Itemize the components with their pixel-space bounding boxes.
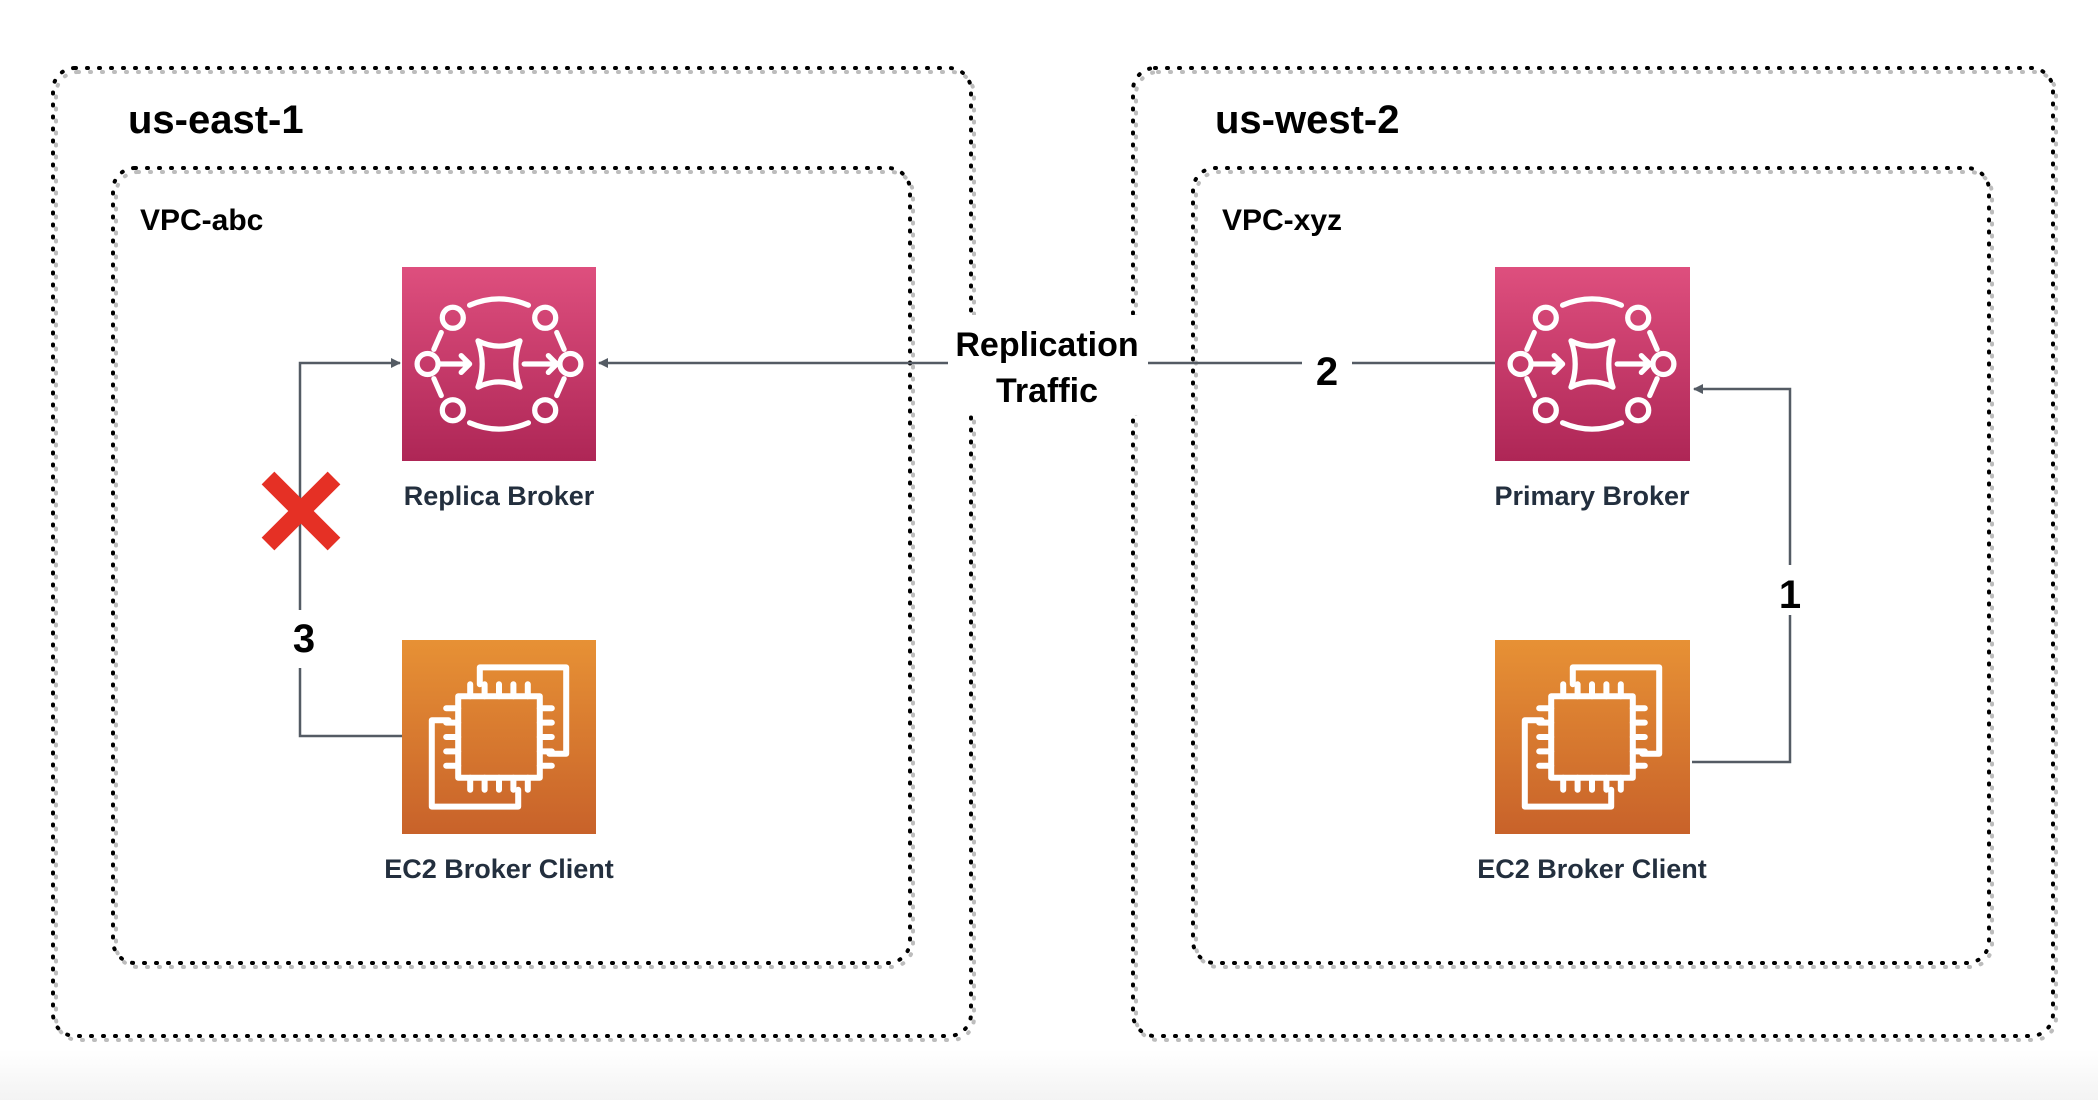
region-us-west-2: us-west-2 xyxy=(1131,66,2058,1042)
region-box-shadow xyxy=(1134,70,2058,1042)
replication-label-line1: Replication xyxy=(955,326,1138,364)
edge-arrow xyxy=(298,358,401,610)
node-replica-broker[interactable]: Replica Broker xyxy=(402,267,596,511)
replication-label-line2: Traffic xyxy=(996,372,1098,410)
vpc-label: VPC-xyz xyxy=(1222,204,1342,237)
vpc-box-shadow xyxy=(114,170,915,969)
region-label: us-west-2 xyxy=(1215,98,1400,142)
region-box xyxy=(1131,66,2055,1038)
vpc-abc: VPC-abc xyxy=(111,166,915,969)
amazon-mq-icon xyxy=(1495,267,1690,461)
node-ec2-client-west[interactable]: EC2 Broker Client xyxy=(1477,640,1707,884)
node-label: EC2 Broker Client xyxy=(1477,854,1707,884)
edge-replication: Replication Traffic 2 xyxy=(598,326,1495,410)
blocked-x-icon xyxy=(261,471,341,551)
node-primary-broker[interactable]: Primary Broker xyxy=(1494,267,1690,511)
vpc-label: VPC-abc xyxy=(140,204,263,237)
replication-label-mask xyxy=(945,315,1150,415)
region-label: us-east-1 xyxy=(128,98,304,142)
amazon-mq-icon xyxy=(402,267,596,461)
region-box-shadow xyxy=(54,70,976,1042)
edge-arrow xyxy=(1693,384,1792,565)
region-us-east-1: us-east-1 xyxy=(51,66,976,1042)
region-box xyxy=(51,66,973,1038)
edge-client-west-to-primary: 1 xyxy=(1692,384,1801,764)
step-number-3: 3 xyxy=(293,617,315,661)
edge-segment xyxy=(298,668,402,738)
step-number-1: 1 xyxy=(1779,573,1801,617)
vpc-box xyxy=(111,166,912,965)
vpc-xyz: VPC-xyz xyxy=(1191,166,1994,969)
node-label: Primary Broker xyxy=(1494,481,1690,511)
node-label: EC2 Broker Client xyxy=(384,854,614,884)
edge-segment xyxy=(1692,615,1792,764)
node-ec2-client-east[interactable]: EC2 Broker Client xyxy=(384,640,614,884)
node-label: Replica Broker xyxy=(404,481,595,511)
edge-client-east-to-replica: 3 xyxy=(261,358,402,738)
step-number-2: 2 xyxy=(1316,350,1338,394)
